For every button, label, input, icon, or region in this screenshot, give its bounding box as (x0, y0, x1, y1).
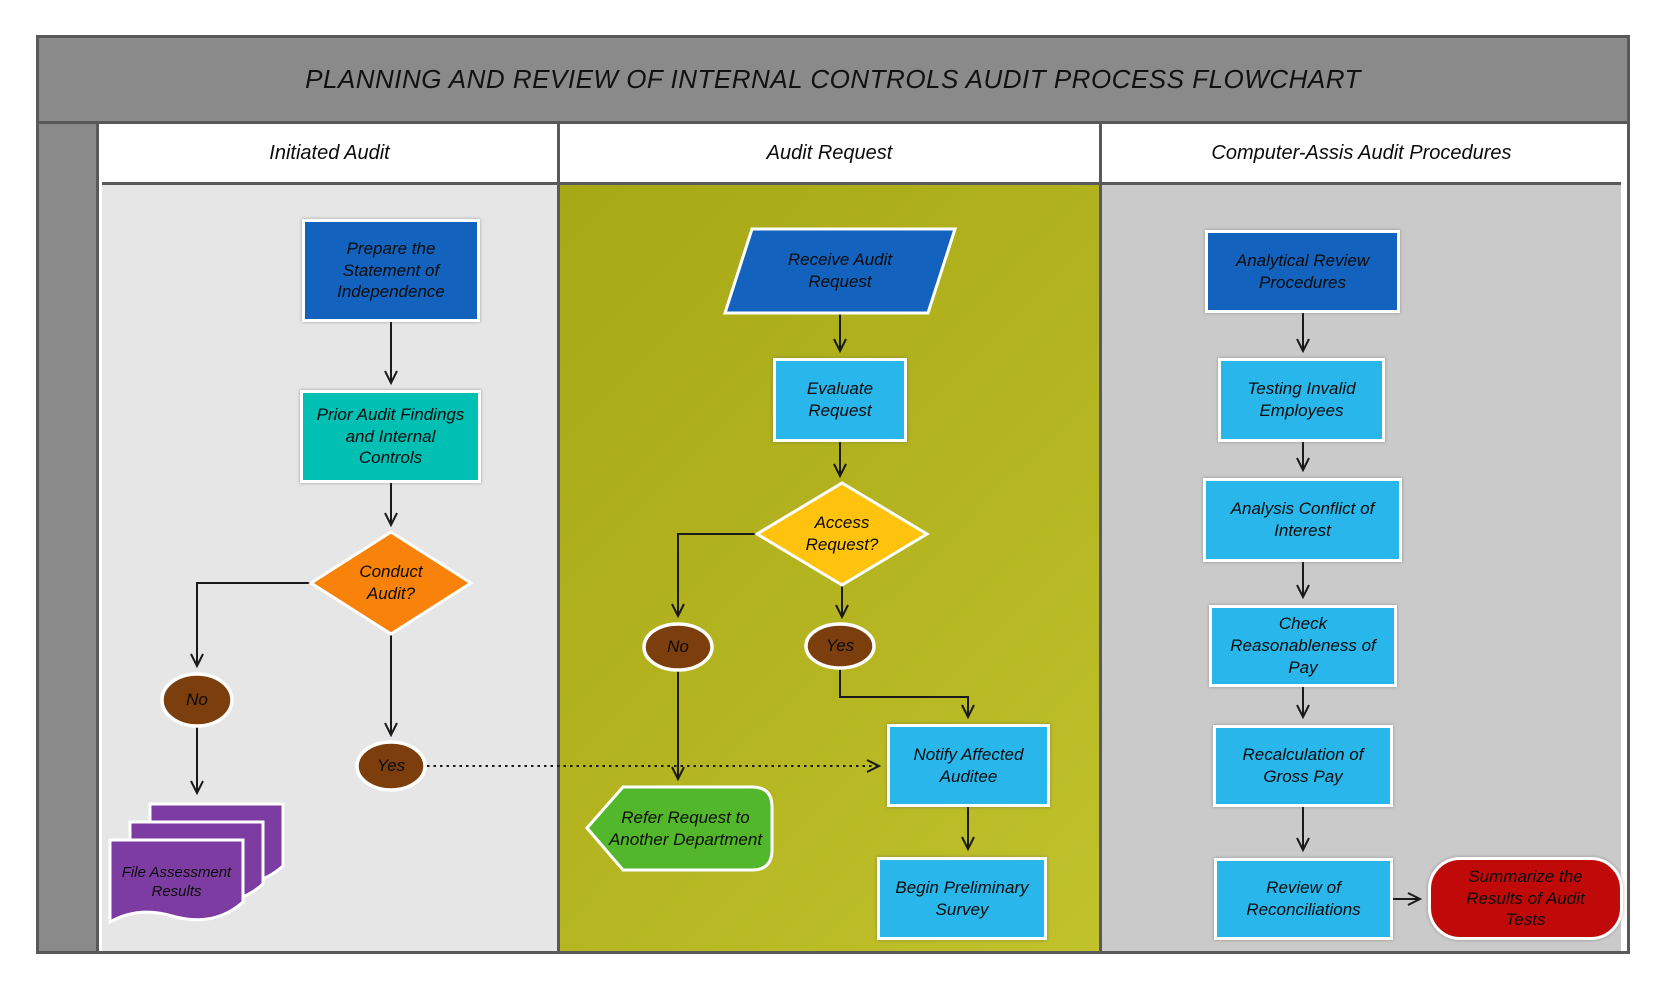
process-prepare-statement: Prepare the Statement of Independence (302, 219, 480, 322)
label-yes-conduct: Yes (376, 756, 406, 776)
lane-header-label: Computer-Assis Audit Procedures (1211, 141, 1512, 164)
lane-header-label: Initiated Audit (269, 141, 390, 164)
flowchart-title: PLANNING AND REVIEW OF INTERNAL CONTROLS… (305, 64, 1361, 94)
left-phase-strip (39, 124, 99, 951)
lane-header-initiated-audit: Initiated Audit (102, 124, 560, 185)
lane-header-computer-assis: Computer-Assis Audit Procedures (1102, 124, 1621, 185)
label-receive-audit-request: Receive Audit Request (787, 250, 893, 291)
label-file-assessment-results: File Assessment Results (121, 863, 232, 900)
process-evaluate-request: Evaluate Request (773, 358, 907, 442)
label-no-conduct: No (186, 690, 208, 710)
label-access-request: Access Request? (805, 513, 879, 554)
lane-header-label: Audit Request (766, 141, 893, 164)
process-testing-invalid-employees: Testing Invalid Employees (1218, 358, 1385, 442)
process-review-of-reconciliations: Review of Reconciliations (1214, 858, 1393, 940)
label-yes-access: Yes (825, 636, 855, 656)
process-notify-affected-auditee: Notify Affected Auditee (887, 724, 1050, 807)
label-conduct-audit: Conduct Audit? (359, 562, 423, 603)
process-analytical-review: Analytical Review Procedures (1205, 230, 1400, 313)
flowchart-frame: PLANNING AND REVIEW OF INTERNAL CONTROLS… (36, 35, 1630, 954)
process-check-reasonableness-of-pay: Check Reasonableness of Pay (1209, 605, 1397, 687)
lane-header-audit-request: Audit Request (560, 124, 1102, 185)
title-bar: PLANNING AND REVIEW OF INTERNAL CONTROLS… (39, 38, 1627, 124)
process-analysis-conflict-of-interest: Analysis Conflict of Interest (1203, 478, 1402, 562)
label-no-access: No (667, 637, 689, 657)
label-refer-request: Refer Request to Another Department (608, 807, 763, 849)
process-recalculation-of-gross-pay: Recalculation of Gross Pay (1213, 725, 1393, 807)
terminator-summarize-results: Summarize the Results of Audit Tests (1428, 857, 1623, 940)
process-begin-preliminary-survey: Begin Preliminary Survey (877, 857, 1047, 940)
process-prior-audit-findings: Prior Audit Findings and Internal Contro… (300, 390, 481, 483)
